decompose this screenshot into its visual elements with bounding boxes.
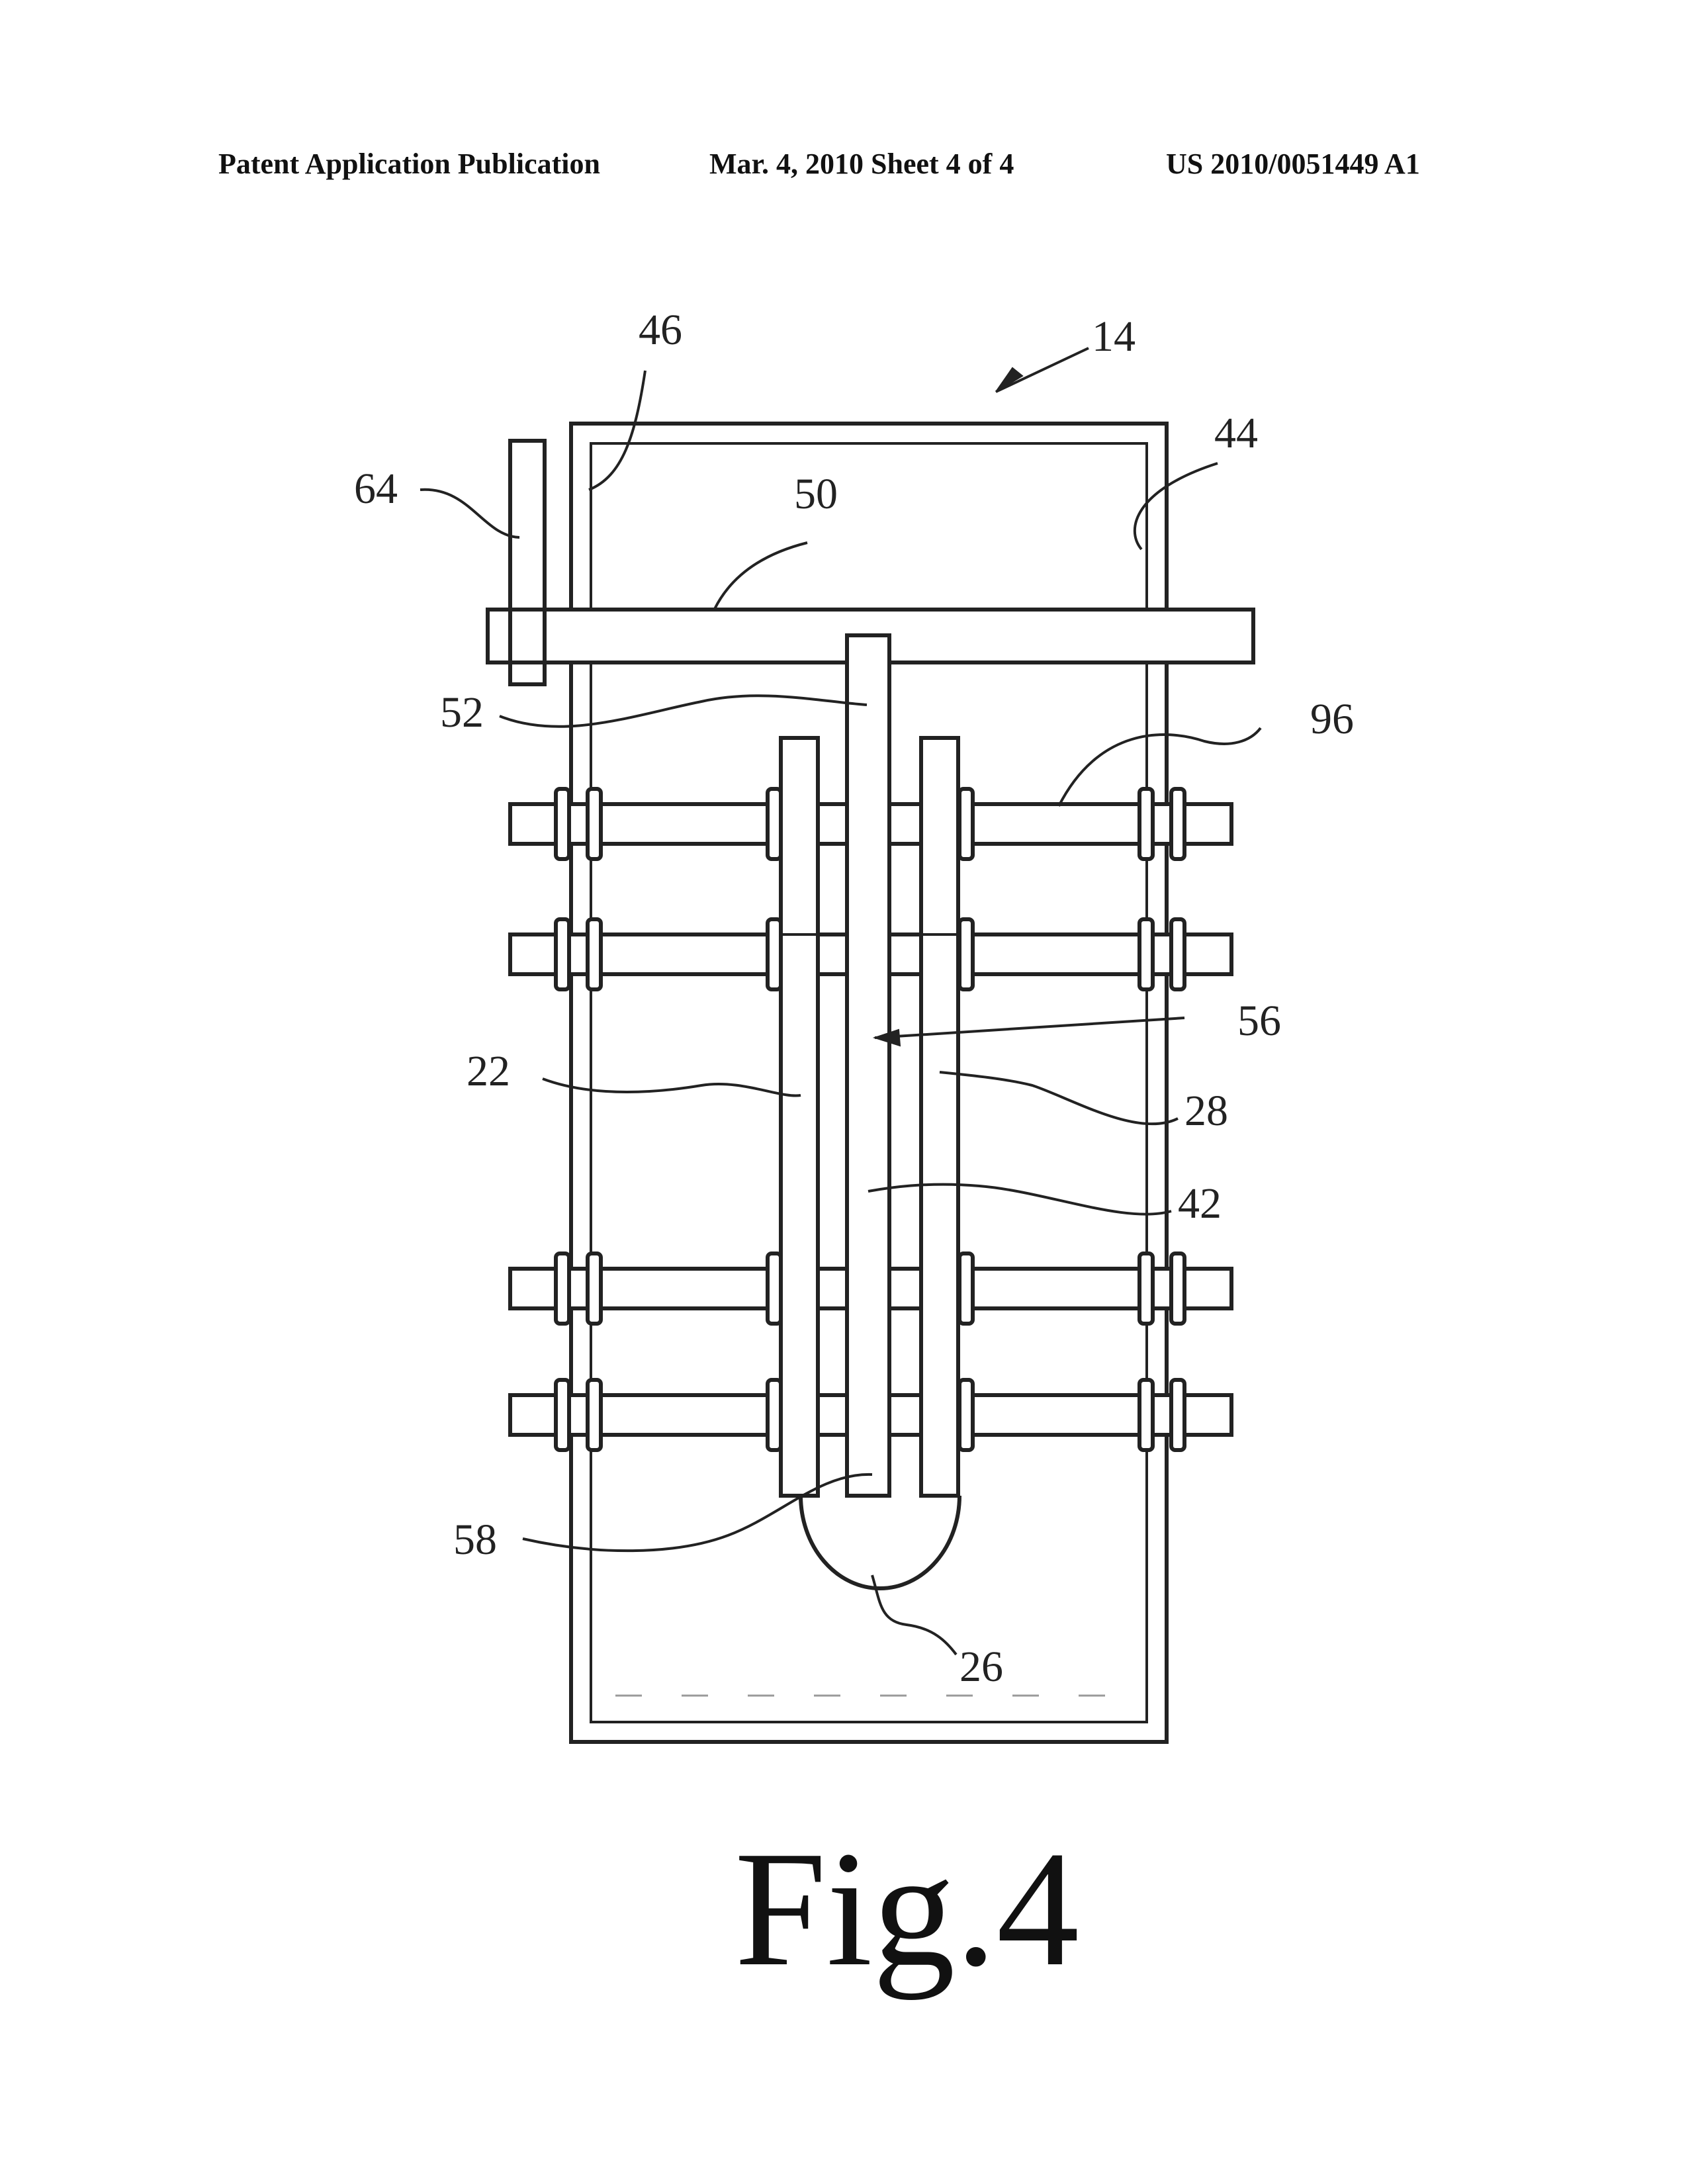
label-26: 26 [959,1643,1003,1691]
tube-28 [921,738,958,1496]
label-52: 52 [440,688,484,737]
label-50: 50 [794,470,838,518]
figure-caption: Fig.4 [735,1817,1079,2001]
leader-42 [868,1185,1171,1214]
label-28: 28 [1184,1087,1228,1135]
leader-50 [715,543,807,609]
label-56: 56 [1237,997,1281,1045]
label-64: 64 [354,465,398,513]
label-58: 58 [453,1516,497,1564]
label-22: 22 [467,1047,510,1095]
leader-58 [523,1475,872,1551]
leader-22 [543,1079,801,1096]
label-14: 14 [1092,312,1136,361]
u-bend-26 [801,1496,959,1588]
leader-96 [1059,728,1261,806]
label-44: 44 [1214,409,1258,457]
label-46: 46 [639,306,682,354]
leader-46 [589,371,645,490]
leader-52 [500,696,867,727]
leader-14 [996,348,1089,392]
center-member-42 [847,635,889,1496]
leader-28 [940,1072,1178,1124]
label-42: 42 [1178,1179,1222,1228]
leader-64 [420,490,519,537]
label-96: 96 [1310,695,1354,743]
tube-22 [781,738,818,1496]
